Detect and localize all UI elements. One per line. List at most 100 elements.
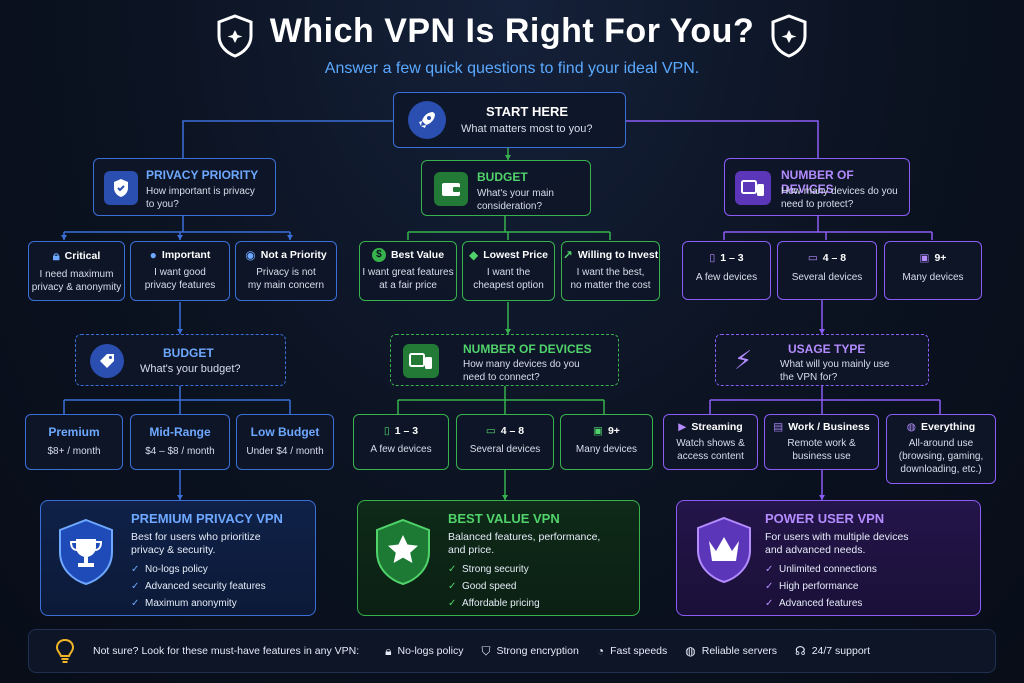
option-best-value[interactable]: $Best Value I want great features at a f…: [359, 241, 457, 301]
option-label: 4 – 8: [500, 425, 525, 437]
option-streaming[interactable]: ▶Streaming Watch shows & access content: [663, 414, 758, 470]
headset-icon: ☊: [795, 644, 806, 658]
check-icon: ✓: [765, 564, 774, 575]
option-label: Premium: [48, 425, 100, 439]
feature-item: ✓Advanced features: [765, 595, 877, 612]
check-icon: ✓: [765, 581, 774, 592]
option-low-budget[interactable]: Low Budget Under $4 / month: [236, 414, 334, 470]
number-of-devices-node[interactable]: NUMBER OF DEVICES How many devices do yo…: [724, 158, 910, 216]
result-desc-line-2: privacy & security.: [131, 544, 216, 556]
option-desc: All-around use: [908, 438, 974, 449]
usage-question-line-1: What will you mainly use: [780, 359, 890, 370]
result-title: BEST VALUE VPN: [448, 511, 560, 526]
option-desc: I want the: [486, 267, 531, 278]
result-power-user-vpn[interactable]: POWER USER VPN For users with multiple d…: [676, 500, 981, 616]
option-willing-to-invest[interactable]: ↗Willing to Invest I want the best, no m…: [561, 241, 660, 301]
start-node[interactable]: START HERE What matters most to you?: [393, 92, 626, 148]
usage-question-line-2: the VPN for?: [780, 372, 838, 383]
check-icon: ✓: [448, 581, 457, 592]
devices-question-node[interactable]: NUMBER OF DEVICES How many devices do yo…: [390, 334, 619, 386]
option-label: Best Value: [390, 249, 445, 261]
dollar-icon: $: [371, 248, 386, 262]
option-9-plus-devices[interactable]: ▣ 9+ Many devices: [560, 414, 653, 470]
lightning-icon: ⚡︎: [734, 345, 753, 375]
result-desc-line-2: and price.: [448, 544, 495, 556]
result-desc-line-1: Best for users who prioritize: [131, 531, 261, 543]
multi-device-icon: ▣: [593, 425, 603, 437]
price-tag-icon: [90, 344, 124, 378]
option-desc: Many devices: [575, 444, 638, 455]
lightbulb-icon: [55, 638, 75, 663]
option-desc: access content: [677, 451, 744, 462]
feature-item: ✓Advanced security features: [131, 578, 266, 595]
footer-item: ☊24/7 support: [795, 644, 871, 658]
shield-icon: [104, 171, 138, 205]
option-desc: privacy features: [144, 280, 216, 291]
option-desc: I want good: [154, 267, 206, 278]
option-desc: $8+ / month: [47, 446, 101, 457]
option-mid-range[interactable]: Mid-Range $4 – $8 / month: [130, 414, 230, 470]
lock-icon: 🔒︎: [385, 643, 392, 658]
option-label: Not a Priority: [260, 249, 327, 261]
option-desc: cheapest option: [473, 280, 544, 291]
option-label: 1 – 3: [720, 252, 744, 264]
result-desc-line-1: For users with multiple devices: [765, 531, 909, 543]
result-best-value-vpn[interactable]: BEST VALUE VPN Balanced features, perfor…: [357, 500, 640, 616]
option-label: Critical: [64, 250, 101, 262]
option-desc: Remote work &: [787, 438, 856, 449]
eye-icon: ◉: [245, 248, 256, 262]
option-label: Lowest Price: [483, 249, 548, 261]
option-work-business[interactable]: ▤Work / Business Remote work & business …: [764, 414, 879, 470]
option-desc: downloading, etc.): [900, 464, 982, 475]
option-desc: I want great features: [362, 267, 454, 278]
globe-icon: ◍: [906, 421, 916, 433]
option-important[interactable]: ●Important I want good privacy features: [130, 241, 230, 301]
budget-node[interactable]: BUDGET What's your main consideration?: [421, 160, 591, 216]
privacy-priority-node[interactable]: PRIVACY PRIORITY How important is privac…: [93, 158, 276, 216]
devices-question-line-1: How many devices do you: [781, 186, 898, 197]
footer-item: ⛉Strong encryption: [481, 643, 579, 658]
budget-sub-title: BUDGET: [163, 346, 214, 360]
option-label: Everything: [920, 421, 976, 433]
shield-check-icon: ⛉: [481, 643, 491, 658]
usage-type-node[interactable]: ⚡︎ USAGE TYPE What will you mainly use t…: [715, 334, 929, 386]
check-icon: ✓: [765, 598, 774, 609]
devices-question-line-2: need to protect?: [781, 199, 854, 210]
budget-sub-question: What's your budget?: [140, 363, 241, 375]
option-1-3-devices[interactable]: ▯1 – 3 A few devices: [682, 241, 771, 300]
option-lowest-price[interactable]: ◆Lowest Price I want the cheapest option: [462, 241, 555, 301]
usage-title: USAGE TYPE: [788, 342, 866, 356]
option-9-plus-devices[interactable]: ▣9+ Many devices: [884, 241, 982, 300]
option-desc: I need maximum: [39, 269, 114, 280]
option-desc: privacy & anonymity: [31, 282, 122, 293]
devices-sub-question-line-1: How many devices do you: [463, 359, 580, 370]
option-desc: $4 – $8 / month: [145, 446, 215, 457]
option-not-a-priority[interactable]: ◉Not a Priority Privacy is not my main c…: [235, 241, 337, 301]
option-1-3-devices[interactable]: ▯1 – 3 A few devices: [353, 414, 449, 470]
option-desc: Several devices: [469, 444, 541, 455]
option-4-8-devices[interactable]: ▭4 – 8 Several devices: [456, 414, 554, 470]
multi-device-icon: ▣: [919, 252, 930, 264]
option-label: 9+: [607, 425, 620, 437]
option-desc: Many devices: [902, 272, 964, 283]
devices-sub-title: NUMBER OF DEVICES: [463, 342, 592, 356]
result-title: PREMIUM PRIVACY VPN: [131, 511, 283, 526]
option-critical[interactable]: 🔒︎Critical I need maximum privacy & anon…: [28, 241, 125, 301]
phone-icon: ▯: [383, 425, 390, 437]
option-premium[interactable]: Premium $8+ / month: [25, 414, 123, 470]
feature-item: ✓Unlimited connections: [765, 561, 877, 578]
budget-title: BUDGET: [477, 170, 528, 184]
check-icon: ✓: [131, 564, 140, 575]
budget-question-node[interactable]: BUDGET What's your budget?: [75, 334, 286, 386]
privacy-question-line-2: to you?: [146, 199, 179, 210]
tips-footer: Not sure? Look for these must-have featu…: [28, 629, 996, 673]
option-4-8-devices[interactable]: ▭4 – 8 Several devices: [777, 241, 877, 300]
result-premium-privacy-vpn[interactable]: PREMIUM PRIVACY VPN Best for users who p…: [40, 500, 316, 616]
check-icon: ✓: [448, 564, 457, 575]
trophy-shield-icon: [59, 518, 113, 586]
option-everything[interactable]: ◍Everything All-around use (browsing, ga…: [886, 414, 996, 484]
speedometer-icon: ◔: [596, 644, 605, 658]
privacy-question-line-1: How important is privacy: [146, 186, 255, 197]
option-desc: business use: [792, 451, 851, 462]
